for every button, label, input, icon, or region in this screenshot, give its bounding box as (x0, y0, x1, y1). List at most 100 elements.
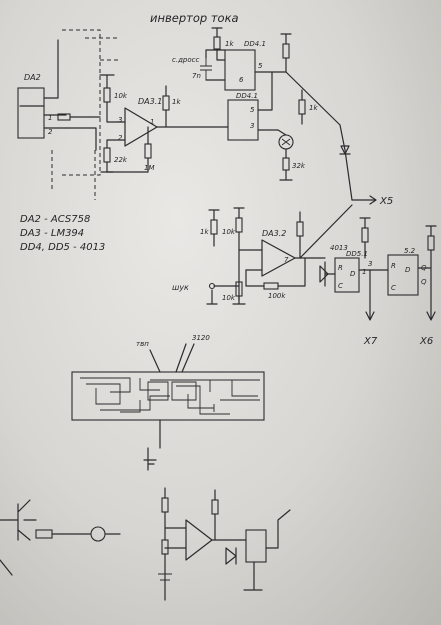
r1m (144, 143, 152, 159)
r1k-da32 (210, 219, 218, 235)
dd51-pullup (361, 227, 369, 243)
dd52-pin-c: C (391, 284, 396, 292)
led-wires (277, 129, 287, 159)
pcb-3120-label: 3120 (192, 334, 210, 342)
legend-da3: DA3 - LM394 (20, 228, 84, 239)
bottom-flipflop (245, 529, 267, 563)
shunt-wires (206, 285, 240, 305)
dd41-cap-wires (205, 49, 226, 81)
dd41-pin-5: 5 (258, 62, 263, 70)
bottom-resistor (35, 529, 53, 539)
dd51-inverter (319, 265, 329, 283)
dd51-pin-r: R (338, 264, 343, 272)
dd51-label: DD5.1 (346, 250, 368, 258)
dd52-pin-q2: Q (421, 278, 427, 286)
r22k (103, 147, 111, 163)
r10k-ground-wire (232, 295, 246, 305)
da2-wires (19, 39, 67, 129)
dd52-pin-d: D (405, 266, 411, 274)
legend-dd: DD4, DD5 - 4013 (20, 242, 105, 253)
da31-pin-1: 1 (150, 118, 154, 126)
output-x5: X5 (379, 196, 393, 207)
dd42-wires (257, 71, 279, 131)
r1k-right-label: 1k (309, 104, 318, 112)
dd41-resistor (213, 36, 221, 50)
r10k-top-label: 10k (114, 92, 128, 100)
output-x7: X7 (363, 336, 378, 347)
bottom-opamp (185, 519, 213, 561)
dd51-pullup-wires (359, 217, 371, 259)
bottom-r2 (161, 539, 169, 555)
da31-comparator: DA3.1 3 2 1 10k 22k 1M 1k (99, 74, 229, 173)
r1m-label: 1M (144, 164, 155, 172)
r32k-label: 32k (292, 162, 306, 170)
da2-label: DA2 (24, 73, 41, 82)
transistor-sketch (0, 499, 121, 576)
bottom-r1 (161, 497, 169, 513)
bottom-coil (90, 526, 106, 542)
shunt-label: шук (172, 283, 189, 292)
dd41-upper: DD4.1 5 6 1k c.дросс 7n (172, 27, 292, 91)
r22k-wires (100, 139, 126, 173)
bottom-ground (158, 573, 172, 581)
pcb-tbp-label: твп (136, 340, 149, 348)
r1m-wires (106, 126, 149, 173)
dd51-pin-1: 1 (362, 268, 366, 276)
da31-pin-2: 2 (118, 134, 123, 142)
bottom-diode (225, 547, 237, 565)
r100k (263, 282, 279, 290)
output-x6: X6 (419, 336, 433, 347)
dd51-pin-c: C (338, 282, 343, 290)
dd42-chip (227, 99, 259, 141)
r32k-ground (279, 169, 293, 181)
pcb-leader-lines (149, 343, 195, 373)
dd51-chip (334, 257, 360, 293)
bottom-left-wires (164, 487, 187, 601)
bottom-flipflop-wires (239, 509, 291, 591)
r22k-label: 22k (114, 156, 128, 164)
dd42-pin-5: 5 (250, 106, 255, 114)
da32-out-wires (299, 204, 353, 259)
bottom-left-sketch (0, 499, 121, 576)
diagram-title: инвертор тока (150, 11, 239, 25)
r1k-pullup (162, 95, 170, 111)
bottom-opamp-out (211, 489, 241, 541)
da32-res-wires (208, 207, 245, 301)
dd41-r1k-label: 1k (225, 40, 234, 48)
da2-out-wire (65, 116, 101, 151)
r10k-da32 (235, 217, 243, 233)
dd41-chip (224, 49, 256, 91)
r100k-wires (245, 257, 306, 287)
x5-diode (339, 145, 351, 155)
pcb-layout: твп 3120 (71, 334, 265, 471)
r10k-da32-label: 10k (222, 228, 236, 236)
r1k-right-wires (285, 71, 341, 126)
dd51-wires (311, 257, 389, 287)
r32k (282, 157, 290, 171)
da31-pin-3: 3 (118, 116, 122, 124)
da31-label: DA3.1 (138, 97, 162, 106)
da2-dashed-frame (51, 29, 120, 200)
dd5-4013-label: 4013 (330, 244, 348, 252)
dd5-flipflops: 4013 DD5.1 R C D 1 5.2 R C D Q Q 3 (311, 217, 437, 321)
pcb-ground-lead (143, 419, 161, 471)
da31-out-wire (156, 85, 229, 128)
choke-label: c.дросс (172, 56, 199, 64)
cap-label: 7n (192, 72, 201, 80)
da31-opamp (124, 107, 158, 147)
dd41-res-wires (211, 27, 226, 61)
dd52-pullup (427, 235, 435, 251)
r1k-right (298, 99, 306, 115)
x5-arrow (351, 195, 377, 205)
choke-capacitor (200, 58, 212, 80)
dd41-right-resistor (282, 43, 290, 59)
dd52-pin-r: R (391, 262, 396, 270)
pcb-traces (80, 377, 260, 415)
da2-sensor-block: DA2 1 2 (17, 29, 120, 200)
da2-pin-1: 1 (48, 114, 52, 122)
r100k-label: 100k (268, 292, 286, 300)
da32-comparator: 1k 10k DA3.2 7 100k 10k шук (172, 204, 353, 305)
bottom-center-sketch (158, 487, 291, 601)
